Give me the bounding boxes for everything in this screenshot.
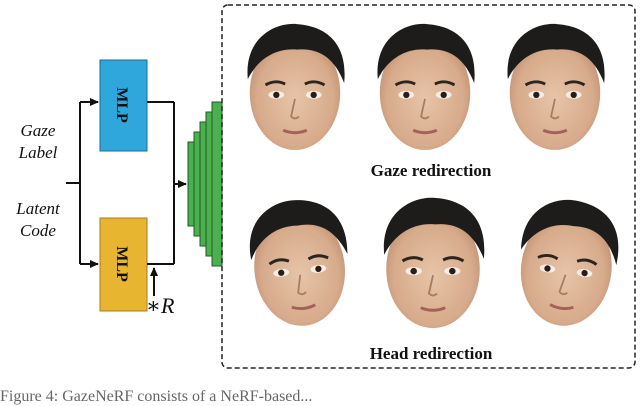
figure-caption: Figure 4: GazeNeRF consists of a NeRF-ba… xyxy=(0,388,640,406)
rotation-input-arrow: ∗R xyxy=(146,268,175,318)
gaze-face-3 xyxy=(507,24,604,150)
gaze-faces-row xyxy=(247,24,604,150)
mlp-top-label: MLP xyxy=(113,87,130,123)
latent-code-line1: Latent xyxy=(8,198,68,220)
gaze-label-text: Gaze Label xyxy=(8,120,68,164)
latent-code-line2: Code xyxy=(8,220,68,242)
gaze-face-2 xyxy=(377,24,474,150)
latent-code-text: Latent Code xyxy=(8,198,68,242)
head-face-2 xyxy=(384,198,484,328)
head-face-3 xyxy=(512,195,624,332)
gaze-redirection-caption: Gaze redirection xyxy=(371,161,492,180)
mlp-bottom-box: MLP xyxy=(100,218,147,311)
input-connectors xyxy=(66,102,98,264)
mlp-output-connectors xyxy=(147,102,186,264)
decoder-stack xyxy=(188,102,222,266)
head-face-1 xyxy=(245,195,355,330)
gaze-label-line2: Label xyxy=(8,142,68,164)
rotation-label: ∗R xyxy=(146,293,175,318)
gaze-label-line1: Gaze xyxy=(8,120,68,142)
gaze-face-1 xyxy=(247,24,344,150)
head-redirection-caption: Head redirection xyxy=(370,344,493,363)
mlp-top-box: MLP xyxy=(100,60,147,151)
head-faces-row xyxy=(245,195,624,332)
mlp-bottom-label: MLP xyxy=(113,246,130,282)
